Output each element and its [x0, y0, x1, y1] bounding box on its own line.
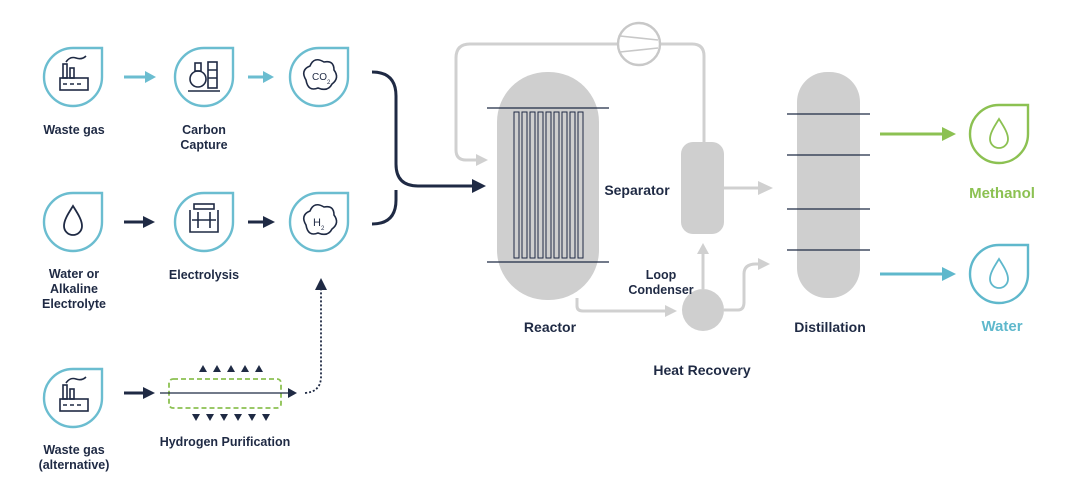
h2-icon: H 2 [288, 191, 350, 253]
water-drop-icon [42, 191, 104, 253]
reactor-to-condenser-line [575, 298, 677, 317]
arrow-electrolysis-to-h2 [248, 216, 275, 228]
compressor-icon [616, 21, 662, 67]
waste-gas-alt-icon [42, 367, 104, 429]
h2-text: H [313, 217, 321, 229]
separator-to-distillation-arrow [724, 181, 773, 195]
separator-vessel [681, 142, 724, 234]
arrow-to-water [880, 267, 956, 281]
label-distillation: Distillation [794, 319, 866, 335]
label-electrolysis: Electrolysis [168, 268, 240, 282]
dotted-arrow-to-h2 [304, 278, 327, 394]
label-hydrogen-purification: Hydrogen Purification [159, 435, 291, 449]
h2-subscript: 2 [321, 226, 325, 232]
distillation-column [787, 72, 870, 298]
recycle-loop [454, 42, 706, 166]
label-separator: Separator [604, 182, 670, 198]
methanol-output-icon [968, 103, 1030, 165]
label-water-alkaline: Water or Alkaline Electrolyte [42, 267, 106, 311]
loop-condenser-circle [682, 289, 724, 331]
arrow-waste-to-capture [124, 71, 156, 83]
condenser-to-distillation-line [724, 258, 770, 312]
label-waste-gas: Waste gas [43, 123, 105, 137]
label-reactor: Reactor [523, 319, 577, 335]
arrow-water-to-electrolysis [124, 216, 155, 228]
co2-icon: CO 2 [288, 46, 350, 108]
arrow-wastealt-to-purification [124, 387, 155, 399]
arrow-capture-to-co2 [248, 71, 274, 83]
arrow-to-methanol [880, 127, 956, 141]
label-methanol: Methanol [969, 185, 1035, 202]
waste-gas-icon [42, 46, 104, 108]
condenser-to-separator-arrow [697, 243, 709, 289]
water-output-icon [968, 243, 1030, 305]
co2-text: CO [312, 72, 327, 83]
carbon-capture-icon [173, 46, 235, 108]
electrolysis-icon [173, 191, 235, 253]
hydrogen-purification-membrane [160, 365, 297, 421]
label-loop-condenser: Loop Condenser [628, 268, 694, 297]
label-carbon-capture: Carbon Capture [180, 123, 228, 152]
reactor-vessel [487, 72, 609, 300]
label-waste-gas-alt: Waste gas (alternative) [38, 443, 110, 472]
label-water: Water [981, 318, 1023, 335]
co2-subscript: 2 [327, 80, 331, 86]
merge-arrow-to-reactor [371, 70, 486, 226]
label-heat-recovery: Heat Recovery [653, 362, 751, 378]
